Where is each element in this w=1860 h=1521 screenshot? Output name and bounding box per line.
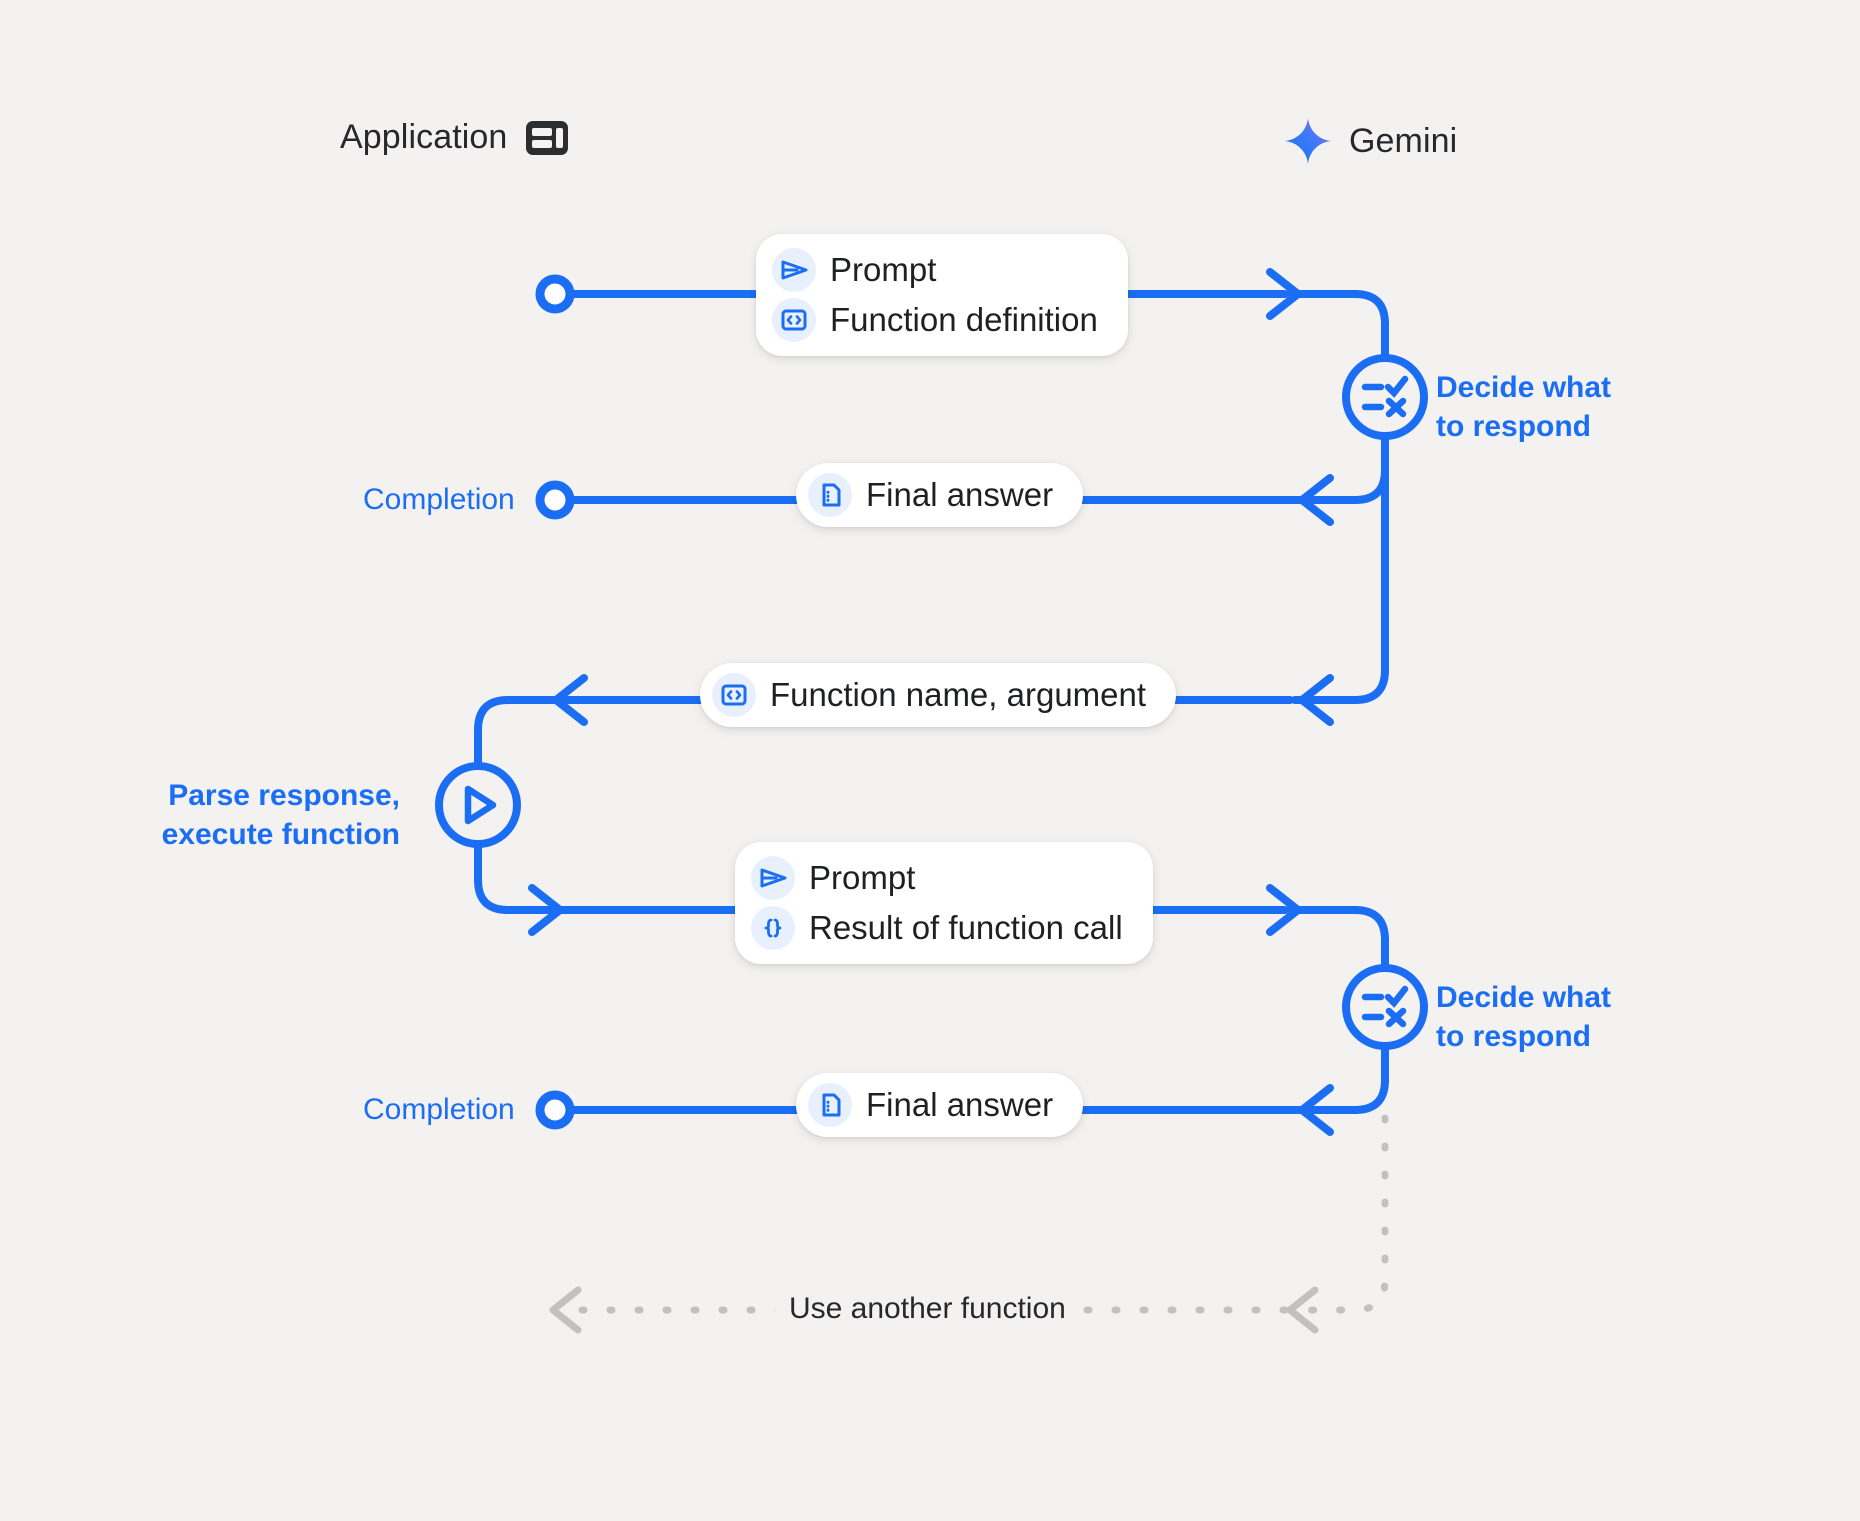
loop-arrowhead-gemini [1286,1286,1319,1334]
send-icon [751,856,795,900]
bubble-label: Result of function call [809,909,1123,947]
lane-label-gemini: Gemini [1349,121,1458,160]
bubble-row: Final answer [808,1083,1053,1127]
arrowhead-right-2 [528,884,564,936]
execute-node [435,762,521,848]
note-decide-what-to-respond-1: Decide what to respond [1436,371,1612,443]
flow-gemini-decide-2-in [1286,906,1389,972]
flow-to-parse [474,696,559,770]
bubble-final-answer-1: Final answer [796,463,1084,527]
arrowhead-left-2 [1298,674,1334,726]
bubble-row: Prompt [772,248,1098,292]
arrowhead-right-1 [1266,268,1302,320]
bubble-row: Function definition [772,298,1098,342]
bubble-prompt-result-of-function-call: Prompt Result of function call [735,842,1153,964]
bubble-label: Final answer [866,476,1054,514]
bubble-row: Final answer [808,473,1053,517]
code-brackets-icon [772,298,816,342]
decision-node-2 [1342,964,1428,1050]
curly-braces-icon [751,906,795,950]
bubble-label: Function name, argument [770,676,1147,714]
note-parse-execute: Parse response, execute function [161,779,400,851]
article-icon [808,473,852,517]
arrowhead-left-4 [1298,1084,1334,1136]
flow-from-parse [474,840,564,914]
loop-arrowhead-application [549,1286,582,1334]
label-completion-1: Completion [363,483,515,516]
label-completion-2: Completion [363,1093,515,1126]
loop-dashed-vertical [1296,1114,1389,1314]
bubble-function-name-argument: Function name, argument [700,663,1177,727]
note-decide-what-to-respond-2: Decide what to respond [1436,981,1612,1053]
endpoint-completion-2 [535,1090,575,1130]
gemini-sparkle-icon [1285,118,1331,164]
endpoint-completion-1 [535,480,575,520]
flow-gemini-to-app-2 [556,1042,1389,1114]
send-icon [772,248,816,292]
lane-header-gemini: Gemini [1285,118,1457,164]
bubble-label: Prompt [830,251,937,289]
lane-label-application: Application [340,118,508,156]
arrowhead-left-1 [1298,474,1334,526]
dashboard-icon [525,120,569,156]
bubble-final-answer-2: Final answer [796,1073,1084,1137]
bubble-label: Final answer [866,1086,1054,1124]
flow-gemini-to-app-1 [556,466,1389,504]
bubble-prompt-function-definition: Prompt Function definition [756,234,1128,356]
bubble-label: Function definition [830,301,1098,339]
bubble-row: Function name, argument [712,673,1146,717]
decision-node-1 [1342,354,1428,440]
loop-label-use-another-function: Use another function [775,1292,1080,1326]
lane-header-application: Application [340,118,569,157]
bubble-row: Result of function call [751,906,1123,950]
flow-gemini-decide-1-out [1291,432,1389,704]
arrowhead-left-3 [552,674,588,726]
bubble-row: Prompt [751,856,1123,900]
article-icon [808,1083,852,1127]
code-brackets-icon [712,673,756,717]
flow-gemini-decide-1-in [1286,290,1389,362]
arrowhead-right-3 [1266,884,1302,936]
bubble-label: Prompt [809,859,916,897]
endpoint-start [535,274,575,314]
